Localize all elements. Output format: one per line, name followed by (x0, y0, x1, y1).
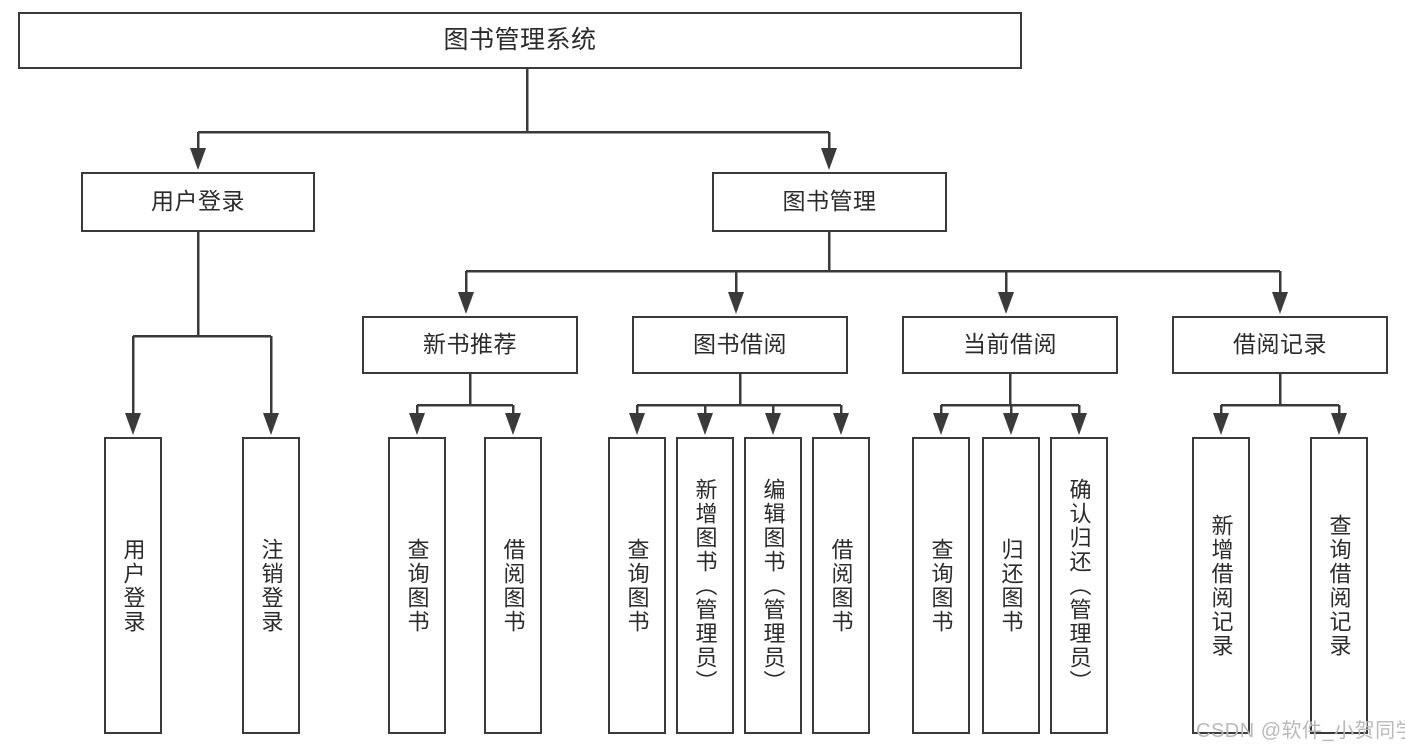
arrow-head-icon (998, 292, 1014, 314)
leaf-node-3: 借阅图书 (484, 437, 542, 734)
arrow-head-icon (629, 413, 645, 435)
arrow-head-icon (263, 413, 279, 435)
level2-node-2: 当前借阅 (902, 316, 1118, 374)
leaf-node-label: 注销登录 (258, 537, 284, 634)
arrow-head-icon (505, 413, 521, 435)
level2-node-label: 新书推荐 (423, 331, 517, 358)
leaf-node-label: 查询图书 (624, 537, 650, 634)
arrow-head-icon (833, 413, 849, 435)
level2-node-label: 借阅记录 (1233, 331, 1327, 358)
root-node: 图书管理系统 (18, 12, 1022, 69)
arrow-head-icon (409, 413, 425, 435)
arrow-head-icon (458, 292, 474, 314)
arrow-head-icon (728, 292, 744, 314)
leaf-node-0: 用户登录 (104, 437, 162, 734)
arrow-head-icon (765, 413, 781, 435)
leaf-node-12: 查询借阅记录 (1310, 437, 1368, 734)
leaf-node-6: 编辑图书（管理员） (744, 437, 802, 734)
leaf-node-label: 确认归还（管理员） (1066, 477, 1092, 694)
leaf-node-8: 查询图书 (912, 437, 970, 734)
arrow-head-icon (1213, 413, 1229, 435)
leaf-node-label: 查询借阅记录 (1326, 513, 1352, 658)
level2-node-label: 当前借阅 (963, 331, 1057, 358)
leaf-node-label: 新增借阅记录 (1208, 513, 1234, 658)
arrow-head-icon (1272, 292, 1288, 314)
level2-node-3: 借阅记录 (1172, 316, 1388, 374)
leaf-node-11: 新增借阅记录 (1192, 437, 1250, 734)
leaf-node-label: 用户登录 (120, 537, 146, 634)
leaf-node-label: 查询图书 (928, 537, 954, 634)
arrow-head-icon (933, 413, 949, 435)
leaf-node-label: 归还图书 (998, 537, 1024, 634)
leaf-node-5: 新增图书（管理员） (676, 437, 734, 734)
level1-node-label: 图书管理 (782, 188, 877, 215)
arrow-head-icon (1331, 413, 1347, 435)
leaf-node-10: 确认归还（管理员） (1050, 437, 1108, 734)
level1-node-1: 图书管理 (712, 172, 947, 232)
level2-node-0: 新书推荐 (362, 316, 578, 374)
arrow-head-icon (1071, 413, 1087, 435)
arrow-head-icon (697, 413, 713, 435)
level1-node-label: 用户登录 (151, 188, 245, 215)
leaf-node-2: 查询图书 (388, 437, 446, 734)
level2-node-label: 图书借阅 (693, 331, 787, 358)
leaf-node-9: 归还图书 (982, 437, 1040, 734)
arrow-head-icon (125, 413, 141, 435)
root-node-label: 图书管理系统 (443, 25, 597, 54)
leaf-node-label: 编辑图书（管理员） (760, 477, 786, 694)
leaf-node-label: 新增图书（管理员） (692, 477, 718, 694)
arrow-head-icon (190, 148, 206, 170)
leaf-node-label: 借阅图书 (500, 537, 526, 634)
arrow-head-icon (1003, 413, 1019, 435)
leaf-node-label: 借阅图书 (828, 537, 854, 634)
leaf-node-4: 查询图书 (608, 437, 666, 734)
arrow-head-icon (821, 148, 837, 170)
leaf-node-label: 查询图书 (404, 537, 430, 634)
leaf-node-1: 注销登录 (242, 437, 300, 734)
level2-node-1: 图书借阅 (632, 316, 848, 374)
leaf-node-7: 借阅图书 (812, 437, 870, 734)
level1-node-0: 用户登录 (81, 172, 315, 232)
